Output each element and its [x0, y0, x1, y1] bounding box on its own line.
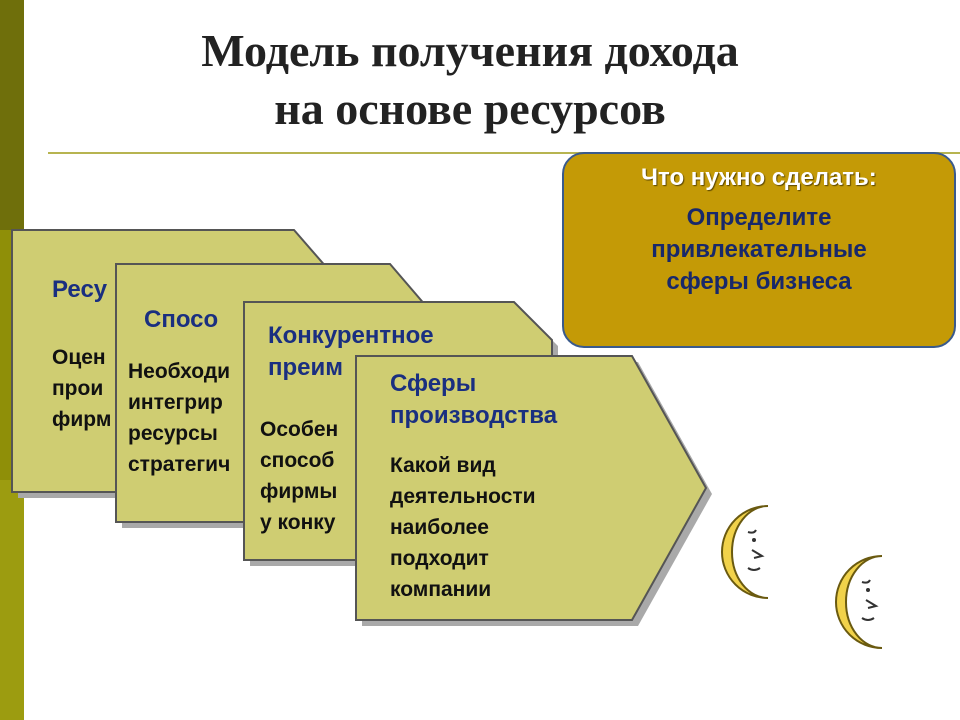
- callout-heading: Что нужно сделать:: [641, 164, 877, 191]
- arrow-title: Сферы производства: [390, 370, 558, 429]
- arrow-title: Ресу: [52, 276, 108, 303]
- arrow-description: Какой вид деятельности наиболее подходит…: [390, 454, 536, 601]
- title-divider: [48, 152, 960, 154]
- side-accent-upper: [0, 0, 24, 230]
- arrow-description: Необходи интегрир ресурсы стратегич: [128, 360, 231, 476]
- side-accent-lower: [0, 480, 24, 720]
- slide-title-line-2: на основе ресурсов: [274, 83, 666, 134]
- arrow-title: Конкурентное преим: [268, 322, 434, 381]
- slide-title: Модель получения дохода на основе ресурс…: [30, 22, 910, 138]
- slide-title-line-1: Модель получения дохода: [201, 25, 739, 76]
- crescent-moon-face-icon: [708, 502, 788, 607]
- arrow-description: Оцен прои фирм: [52, 346, 112, 431]
- arrow-description: Особен способ фирмы у конку: [260, 418, 339, 534]
- action-callout: Что нужно сделать: Определите привлекате…: [562, 152, 956, 348]
- arrow-shape: [355, 355, 712, 626]
- arrow-title: Спосо: [144, 306, 219, 333]
- crescent-moon-face-icon: [822, 552, 902, 657]
- callout-text: Определите привлекательные сферы бизнеса: [651, 204, 867, 295]
